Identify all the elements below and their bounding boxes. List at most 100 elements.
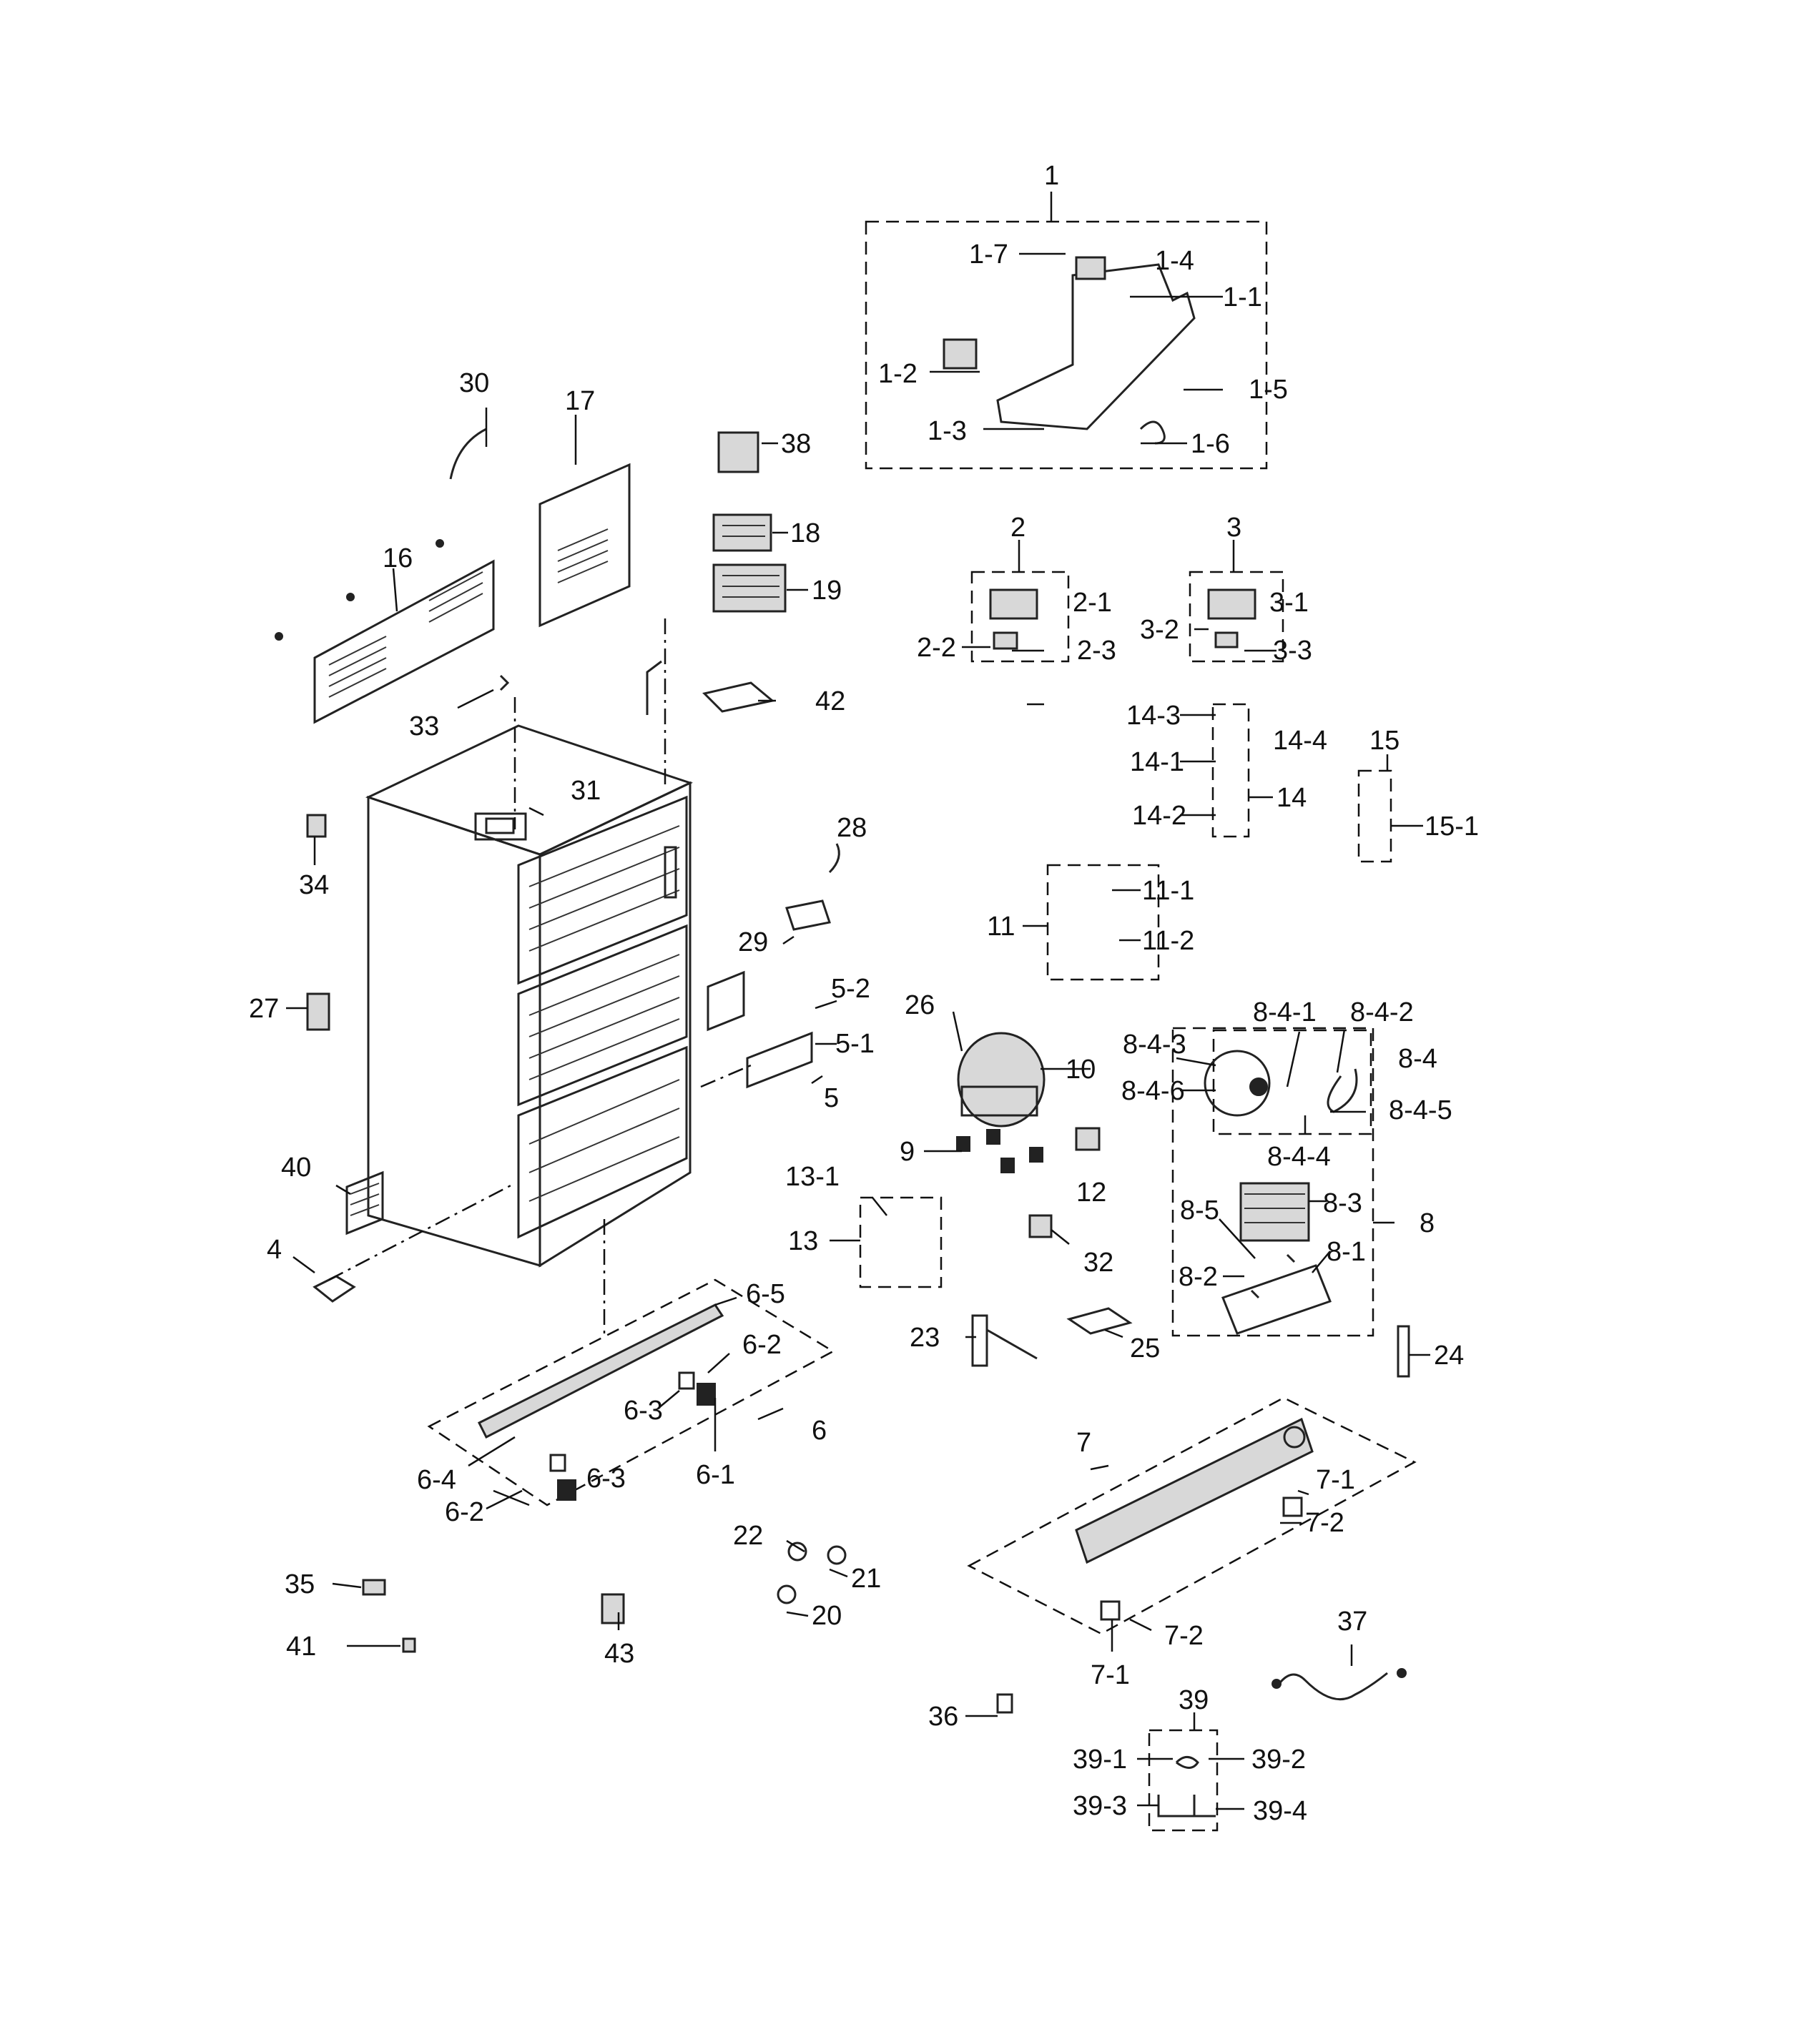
callout-37: 37 [1337, 1607, 1367, 1637]
callout-11: 11 [987, 912, 1015, 942]
callout-1-5: 1-5 [1249, 375, 1288, 405]
callout-36: 36 [928, 1702, 958, 1732]
callout-17: 17 [565, 386, 595, 416]
callout-22: 22 [733, 1521, 763, 1551]
callout-14-2: 14-2 [1132, 801, 1186, 831]
leader-lines [286, 192, 1430, 1810]
callout-8-4-6: 8-4-6 [1121, 1076, 1185, 1106]
callout-1-4: 1-4 [1155, 246, 1194, 276]
callout-2-1: 2-1 [1073, 588, 1112, 618]
callout-3: 3 [1226, 513, 1241, 543]
callout-35: 35 [285, 1569, 315, 1599]
fan-motor-8 [1204, 1050, 1358, 1335]
rear-cover-16 [275, 539, 495, 724]
callout-2-3: 2-3 [1077, 636, 1116, 666]
callout-3-1: 3-1 [1269, 588, 1309, 618]
callout-19: 19 [812, 576, 842, 606]
callout-39-1: 39-1 [1073, 1745, 1127, 1775]
callout-8-4-4: 8-4-4 [1267, 1142, 1331, 1172]
callout-3-2: 3-2 [1140, 615, 1179, 645]
callout-20: 20 [812, 1601, 842, 1631]
callout-labels: 1 1-1 1-2 1-3 1-4 1-5 1-6 1-7 2 2-1 2-2 … [249, 161, 1479, 1826]
callout-14-1: 14-1 [1130, 747, 1184, 777]
assembly-lines [328, 618, 752, 1337]
callout-6-3a: 6-3 [624, 1396, 663, 1426]
callout-7-2b: 7-2 [1164, 1621, 1204, 1651]
callout-40: 40 [281, 1153, 311, 1183]
callout-42: 42 [815, 686, 845, 716]
callout-8-4-1: 8-4-1 [1253, 997, 1317, 1027]
callout-6-3b: 6-3 [586, 1464, 626, 1494]
callout-39-4: 39-4 [1253, 1796, 1307, 1826]
callout-11-1: 11-1 [1142, 876, 1194, 906]
small-parts [306, 256, 1256, 1303]
callout-34: 34 [299, 870, 329, 900]
callout-6-5: 6-5 [746, 1279, 785, 1309]
callout-16: 16 [383, 543, 413, 573]
callout-11-2: 11-2 [1142, 926, 1194, 956]
refrigerator-cabinet [365, 724, 694, 1268]
callout-6: 6 [812, 1416, 827, 1446]
callout-8-4-5: 8-4-5 [1389, 1095, 1452, 1125]
callout-4: 4 [267, 1235, 282, 1265]
callout-29: 29 [738, 927, 768, 957]
callout-7-1b: 7-1 [1091, 1660, 1130, 1690]
cover-bottom-7 [1075, 1417, 1314, 1621]
callout-12: 12 [1076, 1178, 1106, 1208]
callout-43: 43 [604, 1639, 634, 1669]
callout-2: 2 [1010, 513, 1025, 543]
callout-25: 25 [1130, 1333, 1160, 1363]
callout-14-3: 14-3 [1126, 701, 1181, 731]
callout-8-3: 8-3 [1323, 1188, 1362, 1218]
callout-33: 33 [409, 711, 439, 741]
callout-41: 41 [286, 1632, 316, 1662]
callout-1-7: 1-7 [969, 240, 1008, 270]
callout-14: 14 [1277, 783, 1307, 813]
callout-15: 15 [1369, 726, 1400, 756]
compressor-10 [956, 1032, 1410, 1378]
callout-39-2: 39-2 [1251, 1745, 1306, 1775]
callout-39: 39 [1179, 1685, 1209, 1715]
callout-8-2: 8-2 [1179, 1262, 1218, 1292]
callout-30: 30 [459, 368, 489, 398]
callout-13-1: 13-1 [785, 1162, 840, 1192]
callout-1-6: 1-6 [1191, 429, 1230, 459]
group-boxes [427, 220, 1417, 1832]
callout-13: 13 [788, 1226, 818, 1256]
callout-28: 28 [837, 813, 867, 843]
callout-24: 24 [1434, 1341, 1464, 1371]
callout-18: 18 [790, 518, 820, 548]
callout-23: 23 [910, 1323, 940, 1353]
control-cover-17 [538, 463, 631, 628]
callout-8-1: 8-1 [1327, 1237, 1366, 1267]
callout-5: 5 [824, 1083, 839, 1113]
callout-3-3: 3-3 [1273, 636, 1312, 666]
callout-15-1: 15-1 [1425, 812, 1479, 842]
callout-7-2a: 7-2 [1305, 1508, 1344, 1538]
callout-7: 7 [1076, 1428, 1091, 1458]
callout-21: 21 [851, 1564, 881, 1594]
callout-10: 10 [1066, 1055, 1096, 1085]
callout-8-5: 8-5 [1180, 1195, 1219, 1225]
callout-26: 26 [905, 990, 935, 1020]
callout-7-1a: 7-1 [1316, 1465, 1355, 1495]
callout-2-2: 2-2 [917, 633, 956, 663]
cover-bottom-6 [477, 1303, 724, 1501]
callout-1-3: 1-3 [928, 416, 967, 446]
callout-8-4: 8-4 [1398, 1044, 1437, 1074]
callout-6-4: 6-4 [417, 1465, 456, 1495]
callout-9: 9 [900, 1137, 915, 1167]
callout-1-2: 1-2 [878, 359, 918, 389]
pcb-boards [712, 431, 787, 613]
callout-8-4-3: 8-4-3 [1123, 1030, 1186, 1060]
callout-14-4: 14-4 [1273, 726, 1327, 756]
callout-27: 27 [249, 994, 279, 1024]
callout-5-2: 5-2 [831, 974, 870, 1004]
callout-6-2a: 6-2 [742, 1330, 782, 1360]
callout-38: 38 [781, 429, 811, 459]
callout-8: 8 [1420, 1208, 1435, 1238]
callout-31: 31 [571, 776, 601, 806]
misc-small-parts [362, 1542, 1407, 1818]
callout-6-1: 6-1 [696, 1460, 735, 1490]
